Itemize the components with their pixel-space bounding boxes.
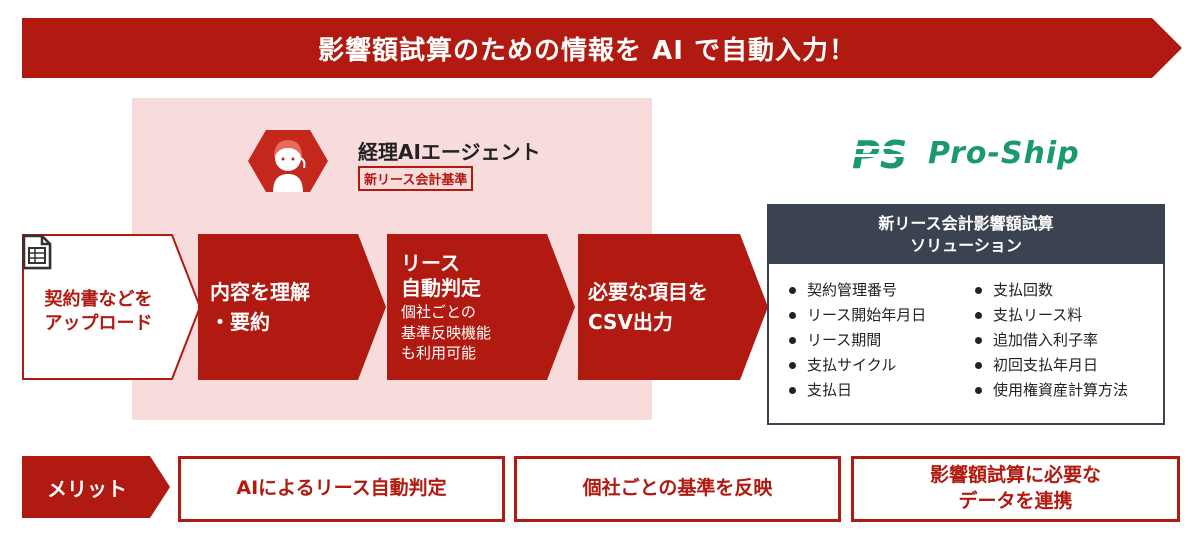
step-csv-shape <box>578 234 768 380</box>
lease-title-line2: 自動判定 <box>401 275 481 300</box>
agent-logo-subtitle: 新リース会計基準 <box>358 166 474 191</box>
merit-company-standards: 個社ごとの基準を反映 <box>514 456 841 522</box>
solution-item: 支払サイクル <box>785 353 971 378</box>
solution-box: 新リース会計影響額試算 ソリューション 契約管理番号 リース開始年月日 リース期… <box>767 204 1165 425</box>
solution-title-line2: ソリューション <box>910 236 1022 255</box>
top-banner: 影響額試算のための情報を AI で自動入力！ <box>22 18 1182 78</box>
understand-line1: 内容を理解 <box>210 280 310 304</box>
solution-item: リース開始年月日 <box>785 303 971 328</box>
merit-ai-lease-judgement: AIによるリース自動判定 <box>178 456 505 522</box>
solution-item: 追加借入利子率 <box>971 328 1128 353</box>
csv-line1: 必要な項目を <box>588 280 708 304</box>
solution-header: 新リース会計影響額試算 ソリューション <box>769 206 1163 264</box>
merit-label: メリット <box>47 476 127 501</box>
step-lease-shape <box>387 234 575 380</box>
proship-mark-icon: PS <box>852 133 914 174</box>
step-upload: 契約書などを アップロード <box>22 234 202 380</box>
lease-desc-line2: 基準反映機能 <box>401 323 492 342</box>
proship-wordmark: Pro-Ship <box>928 136 1080 171</box>
solution-item: 支払リース料 <box>971 303 1128 328</box>
merit-tag: メリット <box>22 456 172 518</box>
csv-line2: CSV出力 <box>588 310 673 334</box>
proship-logo: PS Pro-Ship <box>850 132 1090 178</box>
understand-line2: ・要約 <box>210 310 270 334</box>
merit-3-line2: データを連携 <box>958 490 1073 512</box>
lease-desc-line1: 個社ごとの <box>401 302 476 321</box>
agent-avatar-icon <box>248 130 328 192</box>
step-csv-output: 必要な項目を CSV出力 <box>578 234 770 380</box>
upload-label-line1: 契約書などを <box>44 288 153 310</box>
solution-title-line1: 新リース会計影響額試算 <box>878 213 1054 233</box>
merit-1-text: AIによるリース自動判定 <box>236 477 447 500</box>
lease-title-line1: リース <box>401 250 460 275</box>
spreadsheet-document-icon <box>22 234 52 270</box>
solution-item: リース期間 <box>785 328 971 353</box>
merit-3-line1: 影響額試算に必要な <box>929 464 1101 487</box>
agent-logo: 経理AIエージェント 新リース会計基準 <box>248 128 541 194</box>
step-lease-judgement: リース 自動判定 個社ごとの 基準反映機能 も利用可能 <box>387 234 577 380</box>
merit-tag-shape <box>22 456 170 518</box>
upload-label-line2: アップロード <box>44 313 153 334</box>
banner-title: 影響額試算のための情報を AI で自動入力！ <box>318 35 856 66</box>
solution-item: 初回支払年月日 <box>971 353 1128 378</box>
merit-data-integration: 影響額試算に必要な データを連携 <box>851 456 1180 522</box>
merit-2-text: 個社ごとの基準を反映 <box>582 477 773 500</box>
solution-items-right: 支払回数 支払リース料 追加借入利子率 初回支払年月日 使用権資産計算方法 <box>971 278 1128 403</box>
solution-item: 支払日 <box>785 378 971 403</box>
banner-arrow-shape <box>22 18 1182 78</box>
step-upload-shape <box>22 234 202 380</box>
step-understand-summarize: 内容を理解 ・要約 <box>198 234 388 380</box>
lease-desc-line3: も利用可能 <box>401 344 477 363</box>
solution-item: 支払回数 <box>971 278 1128 303</box>
solution-item: 契約管理番号 <box>785 278 971 303</box>
solution-items-left: 契約管理番号 リース開始年月日 リース期間 支払サイクル 支払日 <box>785 278 971 403</box>
step-understand-shape <box>198 234 386 380</box>
proship-mark-text: PS <box>852 133 907 174</box>
solution-item: 使用権資産計算方法 <box>971 378 1128 403</box>
agent-logo-name: 経理AIエージェント <box>358 140 541 164</box>
